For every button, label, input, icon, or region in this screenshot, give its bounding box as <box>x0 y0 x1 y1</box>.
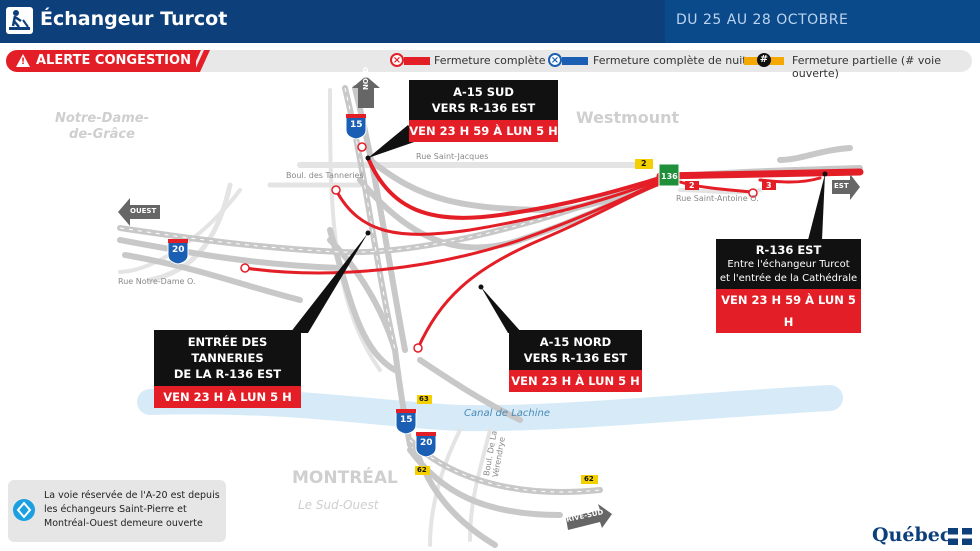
a15-shield-north: 15 <box>350 120 363 130</box>
street-tanneries: Boul. des Tanneries <box>286 171 364 180</box>
area-sud-ouest: Le Sud-Ouest <box>298 498 379 512</box>
area-montreal: MONTRÉAL <box>292 468 398 488</box>
street-notre-dame: Rue Notre-Dame O. <box>118 277 196 286</box>
callout-r136-est: R-136 EST Entre l'échangeur Turcot et l'… <box>716 239 861 333</box>
quebec-logo: Québec <box>872 524 952 546</box>
r136-shield: 136 <box>661 172 678 181</box>
area-westmount: Westmount <box>576 108 680 127</box>
alert-stripes <box>180 50 210 72</box>
direction-ouest: OUEST <box>130 207 157 215</box>
legend-bar <box>6 50 972 72</box>
street-saint-jacques: Rue Saint-Jacques <box>416 152 489 161</box>
alert-label: ALERTE CONGESTION <box>36 53 191 68</box>
date-range: DU 25 AU 28 OCTOBRE <box>676 12 849 28</box>
page-title: Échangeur Turcot <box>40 8 228 30</box>
legend-partial-closure: Fermeture partielle (# voie ouverte) <box>792 54 941 80</box>
area-ndg: Notre-Dame-de-Grâce <box>55 111 149 142</box>
quebec-flag-icon <box>948 528 972 545</box>
header-title-panel <box>0 0 665 43</box>
partial-closure-icon: # <box>757 53 771 67</box>
legend-night-closure: Fermeture complète de nuit <box>593 54 747 67</box>
direction-arrows <box>118 76 860 530</box>
direction-est: EST <box>834 182 849 190</box>
full-closure-icon: × <box>390 53 404 67</box>
lane-badge: 62 <box>417 466 427 474</box>
a15-shield-south: 15 <box>400 415 413 425</box>
warning-icon <box>16 54 30 67</box>
lane-badge: 63 <box>419 395 429 403</box>
reserved-lane-text: La voie réservée de l'A-20 est depuis le… <box>44 490 220 529</box>
roadwork-icon <box>6 7 33 34</box>
reserved-lane-note <box>8 480 226 542</box>
night-closure-swatch <box>562 57 588 65</box>
street-saint-antoine: Rue Saint-Antoine O. <box>676 194 759 203</box>
legend-full-closure: Fermeture complète <box>434 54 546 67</box>
a20-shield-south: 20 <box>420 438 433 448</box>
night-closure-icon: × <box>548 53 562 67</box>
lane-badge: 3 <box>766 181 772 190</box>
lane-badge: 2 <box>689 181 695 190</box>
reserved-lane-icon <box>13 499 35 521</box>
lane-badge: 62 <box>584 475 594 483</box>
congestion-alert-badge <box>6 50 196 72</box>
full-closure-swatch <box>404 57 430 65</box>
lane-badge: 2 <box>641 159 647 168</box>
a20-shield-west: 20 <box>172 245 185 255</box>
route-shields <box>167 114 680 458</box>
direction-nord: NORD <box>362 66 370 90</box>
canal-label: Canal de Lachine <box>464 408 551 419</box>
